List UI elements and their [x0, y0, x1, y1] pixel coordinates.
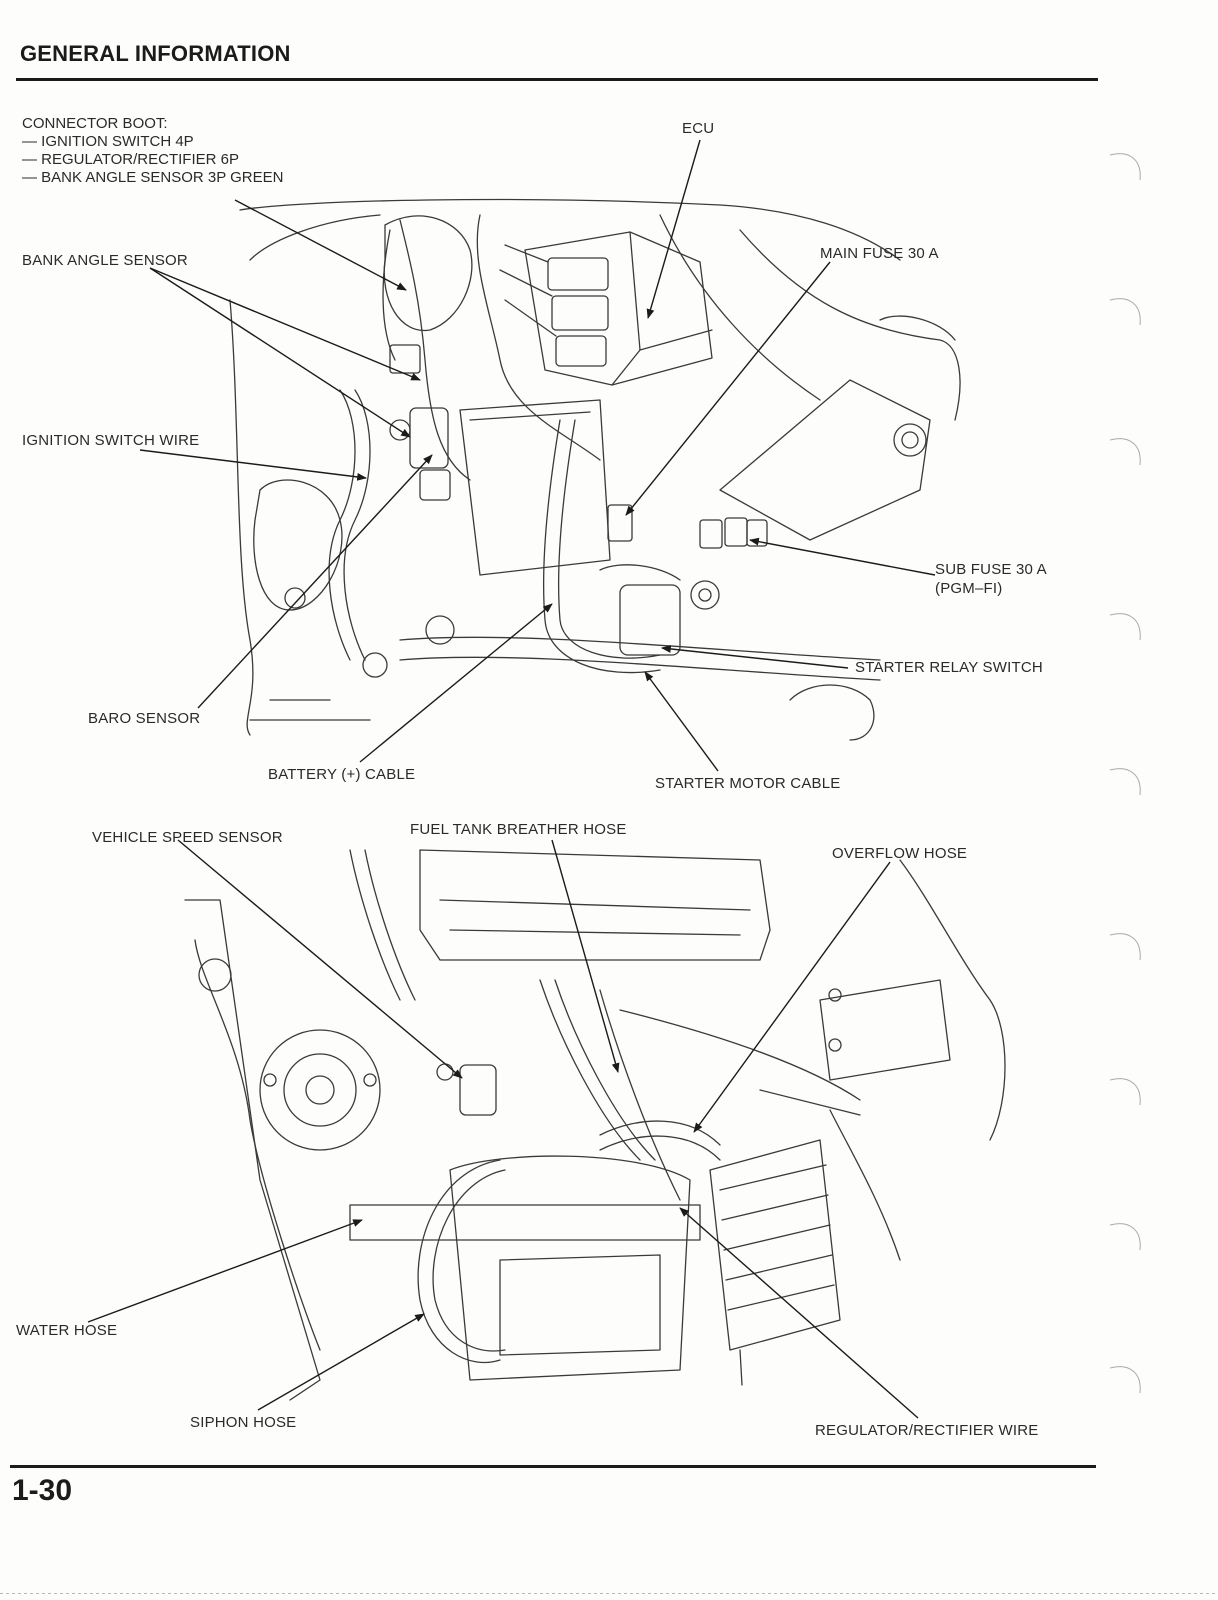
- leader-regulator-wire: [679, 1207, 919, 1419]
- connector-boot-heading: CONNECTOR BOOT:: [22, 115, 168, 132]
- sub-fuse-sublabel: (PGM–FI): [935, 580, 1003, 597]
- ignition-switch-wire-label: IGNITION SWITCH WIRE: [22, 432, 200, 449]
- overflow-hose-label: OVERFLOW HOSE: [832, 845, 968, 862]
- leader-sub-fuse: [749, 537, 936, 576]
- starter-motor-cable-label: STARTER MOTOR CABLE: [655, 775, 841, 792]
- connector-boot-item: — BANK ANGLE SENSOR 3P GREEN: [22, 169, 284, 186]
- connector-boot-callout: CONNECTOR BOOT: — IGNITION SWITCH 4P — R…: [22, 115, 283, 187]
- connector-boot-item: — REGULATOR/RECTIFIER 6P: [22, 151, 239, 168]
- footer-rule: [10, 1465, 1096, 1468]
- regulator-rectifier-wire-label: REGULATOR/RECTIFIER WIRE: [815, 1422, 1039, 1439]
- leader-starter-relay: [661, 645, 849, 669]
- leader-ecu: [646, 139, 701, 319]
- leader-vehicle-speed: [177, 839, 463, 1079]
- sub-fuse-label: SUB FUSE 30 A: [935, 561, 1047, 578]
- starter-relay-switch-label: STARTER RELAY SWITCH: [855, 659, 1043, 676]
- battery-cable-label: BATTERY (+) CABLE: [268, 766, 416, 783]
- leader-siphon-hose: [257, 1313, 425, 1411]
- leader-overflow-hose: [693, 861, 891, 1133]
- leader-water-hose: [87, 1219, 363, 1323]
- header-rule: [16, 78, 1098, 81]
- leader-battery-cable: [359, 603, 553, 763]
- vehicle-speed-sensor-label: VEHICLE SPEED SENSOR: [92, 829, 283, 846]
- connector-boot-item: — IGNITION SWITCH 4P: [22, 133, 194, 150]
- leader-starter-motor: [644, 671, 719, 772]
- leader-main-fuse: [625, 261, 831, 516]
- scan-edge-line: [0, 1593, 1218, 1594]
- leader-bank-angle-1: [149, 267, 411, 438]
- baro-sensor-label: BARO SENSOR: [88, 710, 201, 727]
- leader-breather-hose: [551, 839, 620, 1073]
- fuel-tank-breather-hose-label: FUEL TANK BREATHER HOSE: [410, 821, 627, 838]
- main-fuse-label: MAIN FUSE 30 A: [820, 245, 939, 262]
- water-hose-label: WATER HOSE: [16, 1322, 118, 1339]
- leader-ignition-wire: [139, 449, 367, 481]
- ecu-label: ECU: [682, 120, 715, 137]
- page-number: 1-30: [12, 1474, 73, 1507]
- top-figure-artwork: [229, 198, 961, 741]
- bottom-figure-artwork: [184, 849, 1006, 1401]
- section-title: GENERAL INFORMATION: [20, 41, 291, 66]
- siphon-hose-label: SIPHON HOSE: [190, 1414, 297, 1431]
- leader-bank-angle-2: [149, 267, 421, 381]
- bank-angle-sensor-label: BANK ANGLE SENSOR: [22, 252, 188, 269]
- leader-baro-sensor: [197, 454, 433, 709]
- leader-connector-boot: [234, 199, 407, 291]
